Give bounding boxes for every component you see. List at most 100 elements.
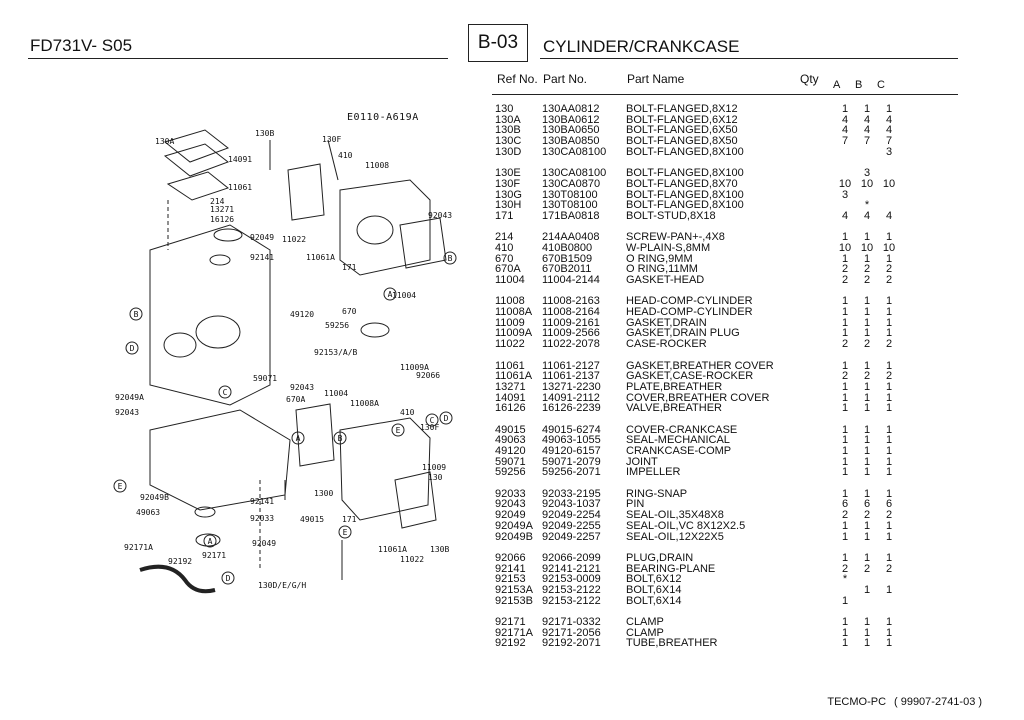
qty-a: 1 xyxy=(841,423,849,436)
qty-b: 1 xyxy=(863,423,871,436)
part-name: BOLT-FLANGED,8X12 xyxy=(626,103,738,115)
impeller-shape xyxy=(360,322,390,338)
qty-b: 2 xyxy=(863,338,871,351)
qty-b: 3 xyxy=(863,167,871,180)
diagram-part-label: 92066 xyxy=(416,371,440,380)
footer-close-paren: ) xyxy=(978,696,982,708)
qty-a: 1 xyxy=(841,327,849,340)
diagram-part-label: 92043 xyxy=(428,211,452,220)
ref-no: 13271 xyxy=(495,380,526,393)
diagram-part-label: 130B xyxy=(255,129,274,138)
diagram-callout: E xyxy=(113,479,127,493)
diagram-part-label: 11009 xyxy=(422,463,446,472)
qty-c: 2 xyxy=(885,274,893,286)
diagram-callout: A xyxy=(291,431,305,445)
qty-a: 1 xyxy=(841,316,849,329)
qty-c: 1 xyxy=(885,359,893,372)
part-no: 92043-1037 xyxy=(542,498,601,511)
diagram-part-label: 11022 xyxy=(282,235,306,244)
part-no: 130CA08100 xyxy=(542,167,607,180)
diagram-part-label: 59071 xyxy=(253,374,277,383)
qty-c: 1 xyxy=(885,316,893,329)
ref-no: 11008 xyxy=(495,295,525,308)
col-header-b: B xyxy=(855,79,863,91)
bolt-shape xyxy=(327,139,339,181)
ref-no: 92066 xyxy=(495,551,526,564)
part-no: 59256-2071 xyxy=(542,466,601,479)
diagram-part-label: 92043 xyxy=(115,408,139,417)
qty-b: 2 xyxy=(863,509,871,522)
ref-no: 92043 xyxy=(495,498,526,511)
part-no: 214AA0408 xyxy=(542,231,600,244)
qty-c: 1 xyxy=(885,434,893,447)
part-name: GASKET,BREATHER COVER xyxy=(626,359,774,372)
part-name: BEARING-PLANE xyxy=(626,562,716,575)
ref-no: 49015 xyxy=(495,423,526,436)
part-name: W-PLAIN-S,8MM xyxy=(626,241,711,254)
diagram-part-label: 130F xyxy=(322,135,341,144)
qty-a: 1 xyxy=(841,380,849,393)
callout-circle xyxy=(443,251,457,265)
qty-c: 1 xyxy=(885,306,893,319)
qty-a: 10 xyxy=(838,241,852,254)
part-no: 11004-2144 xyxy=(542,274,600,286)
diagram-part-label: 92153/A/B xyxy=(314,348,358,357)
ref-no: 130G xyxy=(495,188,522,201)
qty-a: 1 xyxy=(841,402,849,415)
crankcase-bore2-shape xyxy=(163,332,197,358)
diagram-part-label: 11008 xyxy=(365,161,389,170)
col-header-name: Part Name xyxy=(627,72,685,86)
qty-a: 1 xyxy=(841,616,849,628)
part-no: 59071-2079 xyxy=(542,455,601,468)
part-name: SCREW-PAN+-,4X8 xyxy=(626,231,725,244)
diagram-callout: B xyxy=(333,431,347,445)
part-no: 92153-0009 xyxy=(542,573,601,586)
part-no: 92153-2122 xyxy=(542,583,601,596)
ref-no: 11061 xyxy=(495,359,525,372)
callout-circle xyxy=(439,411,453,425)
qty-b: 1 xyxy=(863,519,871,532)
ref-no: 130F xyxy=(495,177,521,190)
qty-a: 1 xyxy=(841,455,849,468)
qty-a: 2 xyxy=(841,370,849,383)
diagram-part-label: 13271 xyxy=(210,205,234,214)
ref-no: 11022 xyxy=(495,338,525,351)
callout-letter: A xyxy=(208,537,213,546)
callout-letter: E xyxy=(343,528,348,537)
breather-tube-shape xyxy=(139,564,216,594)
part-no: 130T08100 xyxy=(542,188,598,201)
diagram-part-label: 92141 xyxy=(250,253,274,262)
qty-c: 7 xyxy=(885,135,893,148)
qty-a: 1 xyxy=(841,391,849,404)
qty-b: 1 xyxy=(863,487,871,500)
part-no: 92049-2257 xyxy=(542,530,601,543)
diagram-part-label: 92171 xyxy=(202,551,226,560)
qty-c: 10 xyxy=(882,177,896,190)
part-name: BOLT,6X12 xyxy=(626,573,682,586)
diagram-part-label: 11004 xyxy=(392,291,416,300)
qty-a: 1 xyxy=(841,103,849,115)
part-name: CASE-ROCKER xyxy=(626,338,707,351)
part-name: SEAL-MECHANICAL xyxy=(626,434,730,447)
ref-no: 130A xyxy=(495,113,521,126)
callout-circle xyxy=(218,385,232,399)
qty-b: 4 xyxy=(863,209,871,222)
diagram-part-label: 130D/E/G/H xyxy=(258,581,306,590)
diagram-callout: D xyxy=(221,571,235,585)
head-gasket-shape xyxy=(399,217,447,269)
diagram-part-label: 130A xyxy=(155,137,174,146)
part-name: SEAL-OIL,VC 8X12X2.5 xyxy=(626,519,746,532)
part-name: GASKET-HEAD xyxy=(626,274,705,286)
footer-open-paren: ( xyxy=(894,696,898,708)
